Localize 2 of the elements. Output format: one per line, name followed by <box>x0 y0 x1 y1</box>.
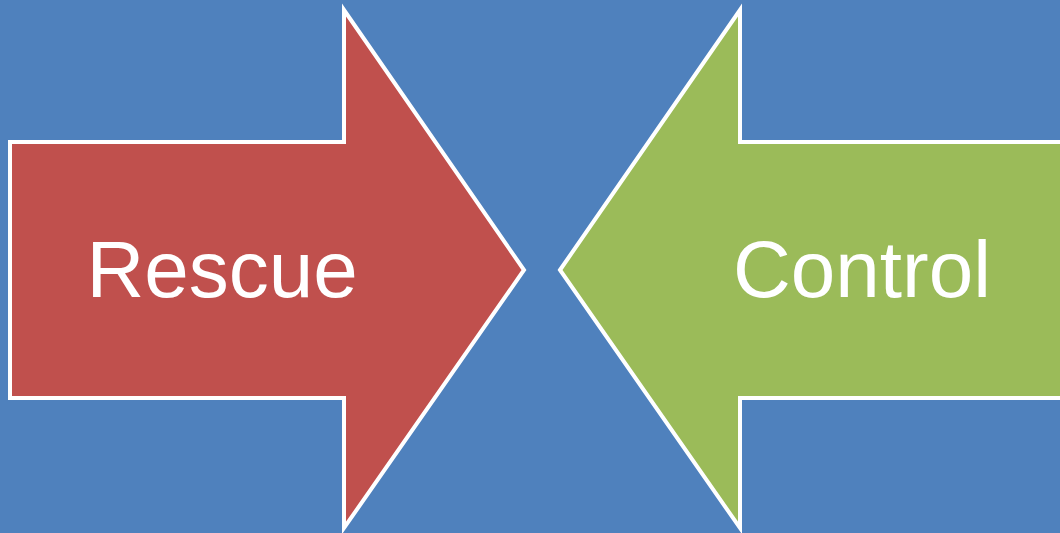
arrow-label: Control <box>733 230 991 310</box>
arrow-label: Rescue <box>86 230 358 310</box>
